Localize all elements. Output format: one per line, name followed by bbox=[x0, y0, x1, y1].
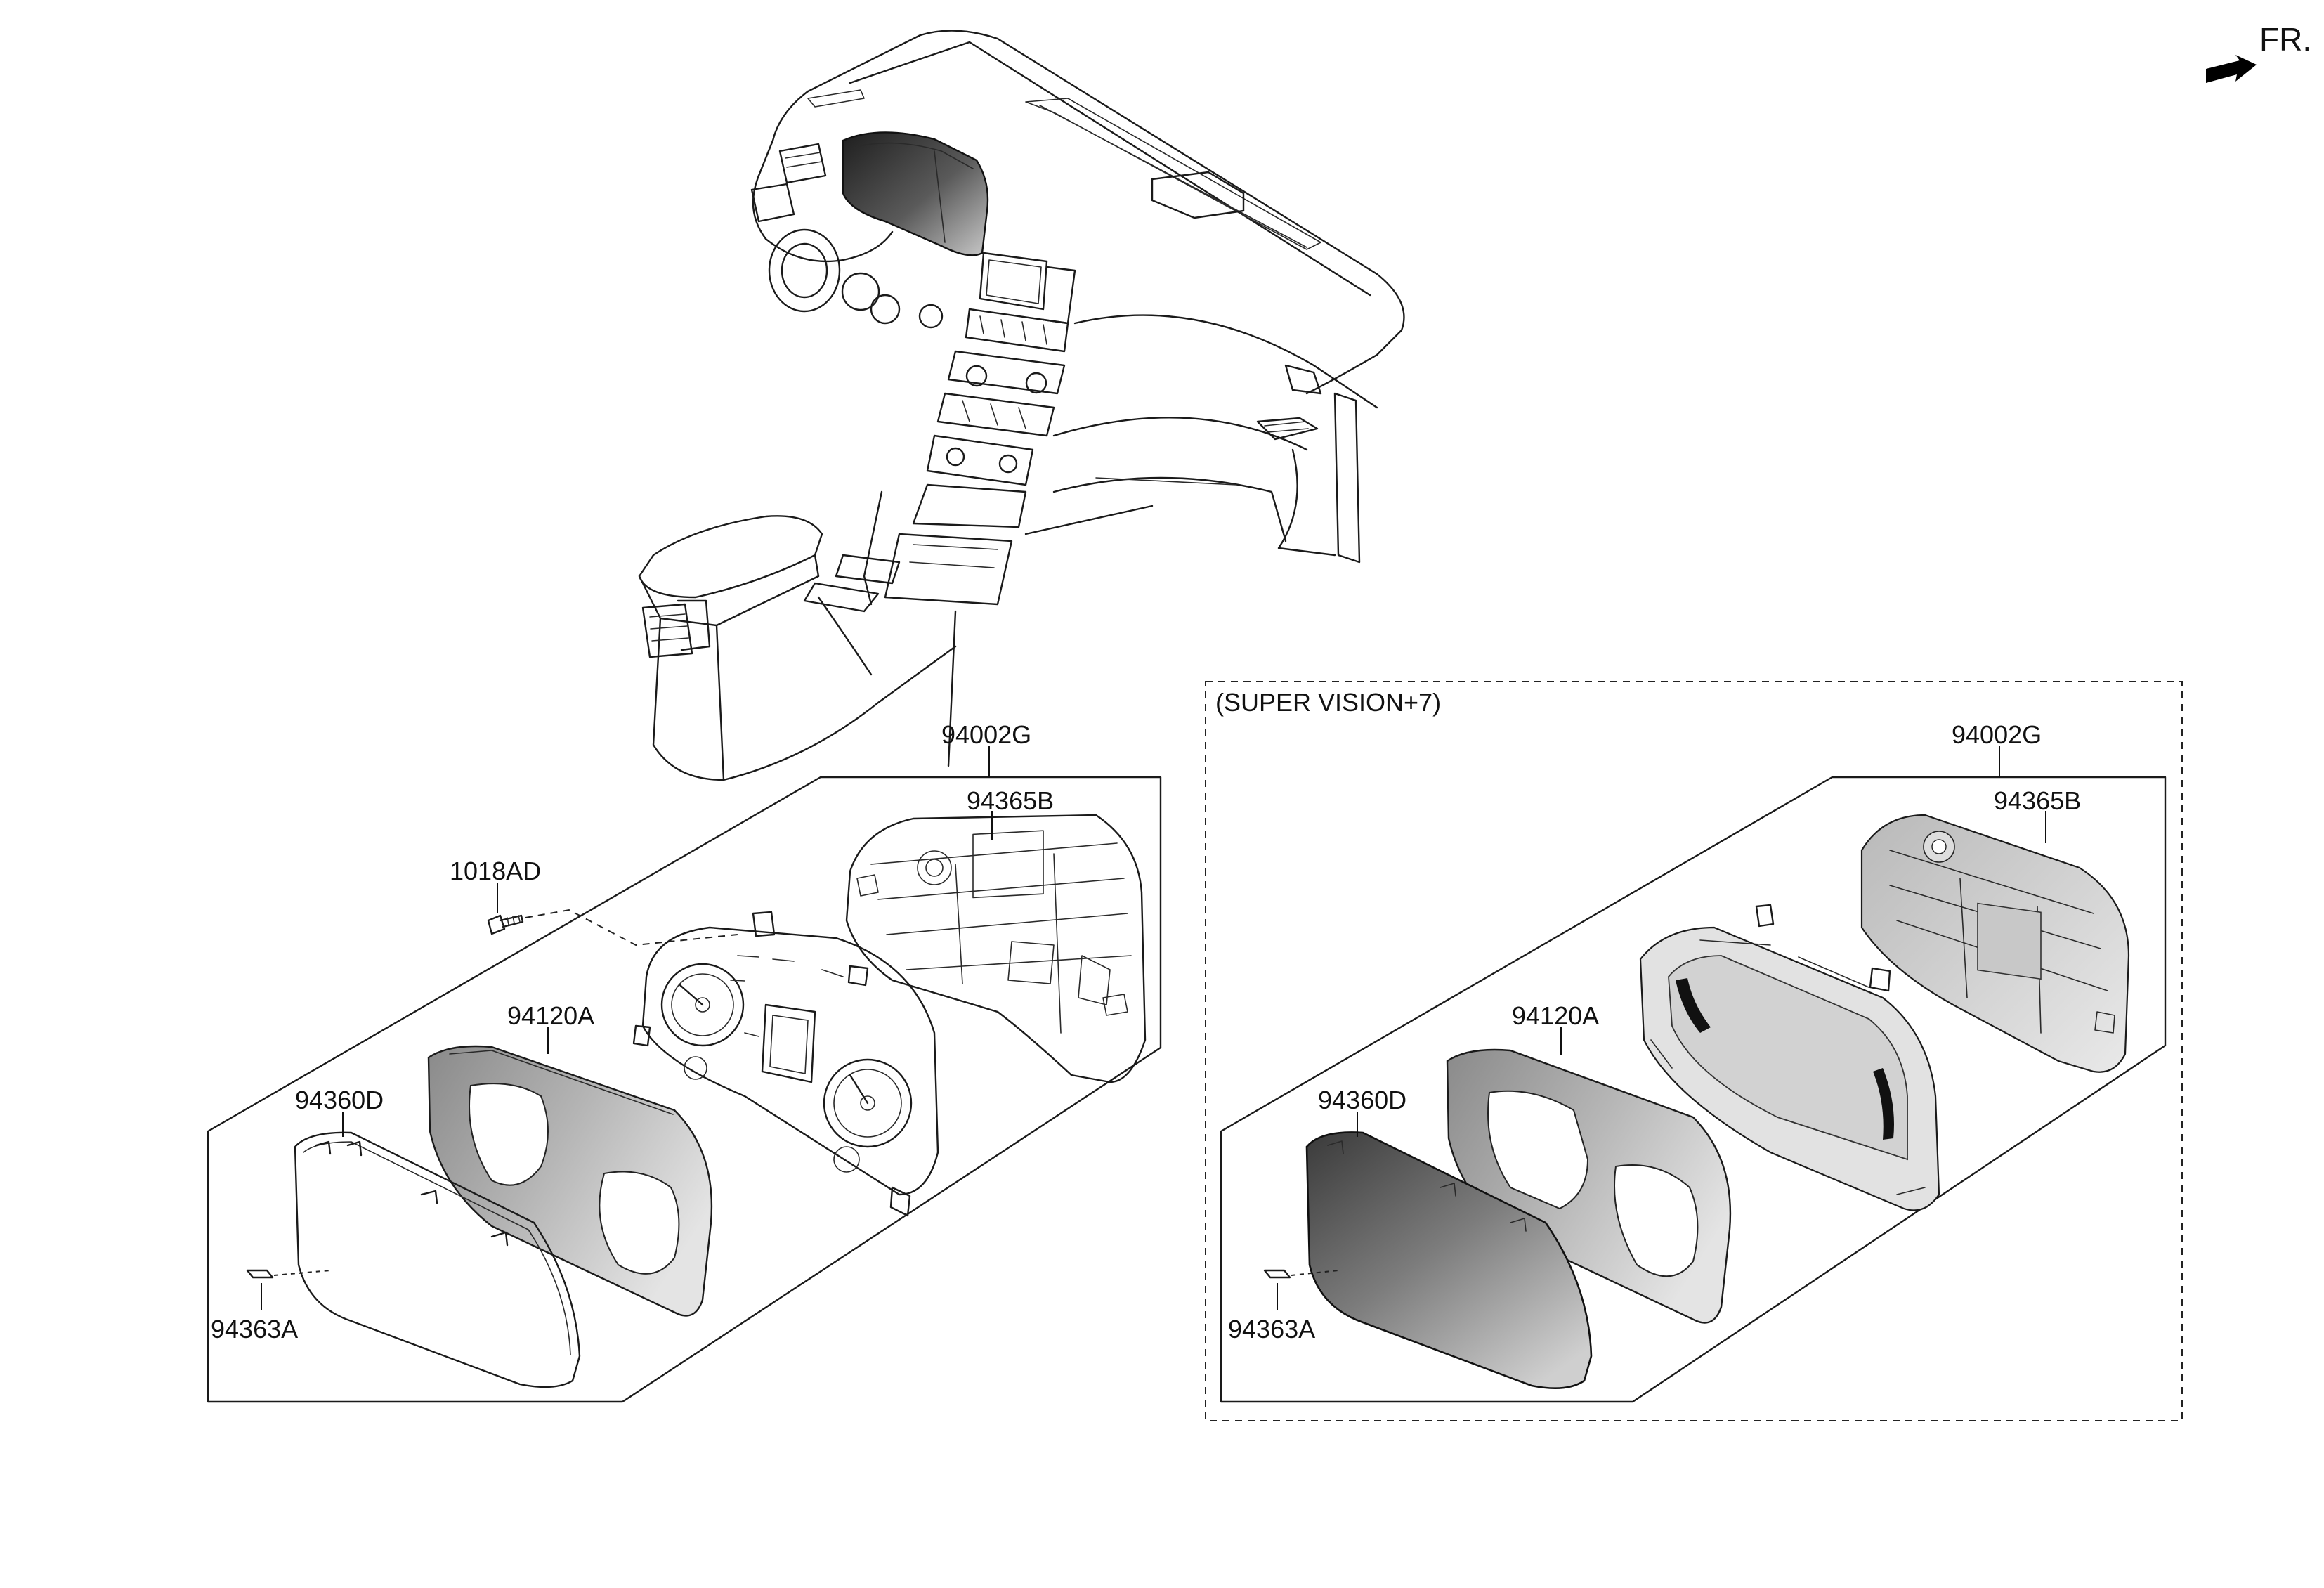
part-label-assembly-standard: 94002G bbox=[941, 720, 1031, 749]
part-label-visor-supervision: 94360D bbox=[1318, 1086, 1406, 1114]
part-label-window-standard: 94120A bbox=[507, 1001, 594, 1030]
orientation-label: FR. bbox=[2259, 21, 2311, 58]
visor-standard-icon bbox=[294, 1131, 581, 1388]
window-lens-supervision-icon bbox=[1446, 1048, 1732, 1324]
screw-icon bbox=[487, 914, 524, 935]
display-cluster-supervision-icon bbox=[1639, 904, 1940, 1211]
part-label-case-standard: 94365B bbox=[967, 786, 1054, 815]
dashboard-illustration bbox=[638, 30, 1405, 781]
part-label-screw: 1018AD bbox=[450, 857, 541, 885]
standard-cluster-group: 94002G 94365B 1018AD bbox=[207, 720, 1162, 1403]
supervision-title: (SUPER VISION+7) bbox=[1215, 688, 1441, 717]
assembly-bracket-supervision bbox=[1220, 776, 2167, 1403]
part-label-window-supervision: 94120A bbox=[1512, 1001, 1599, 1030]
visor-supervision-icon bbox=[1305, 1131, 1593, 1389]
rear-case-standard-icon bbox=[845, 814, 1147, 1083]
gauge-cluster-standard-icon bbox=[632, 911, 939, 1217]
part-label-visor-standard: 94360D bbox=[295, 1086, 384, 1114]
supervision-boundary bbox=[1205, 681, 2183, 1421]
part-label-clip-supervision: 94363A bbox=[1228, 1315, 1315, 1343]
part-label-case-supervision: 94365B bbox=[1994, 786, 2081, 815]
clip-supervision-icon bbox=[1263, 1269, 1291, 1279]
part-label-clip-standard: 94363A bbox=[211, 1315, 298, 1343]
orientation-marker: FR. bbox=[2206, 21, 2311, 83]
clip-standard-icon bbox=[246, 1269, 274, 1279]
supervision-cluster-group: (SUPER VISION+7) 94002G 94365B bbox=[1205, 681, 2183, 1421]
rear-case-supervision-icon bbox=[1860, 814, 2130, 1073]
part-label-assembly-supervision: 94002G bbox=[1952, 720, 2042, 749]
window-lens-standard-icon bbox=[427, 1045, 713, 1317]
forward-arrow-icon bbox=[2206, 55, 2257, 83]
highlighted-cluster-icon bbox=[842, 131, 989, 256]
assembly-bracket-standard bbox=[207, 776, 1162, 1403]
